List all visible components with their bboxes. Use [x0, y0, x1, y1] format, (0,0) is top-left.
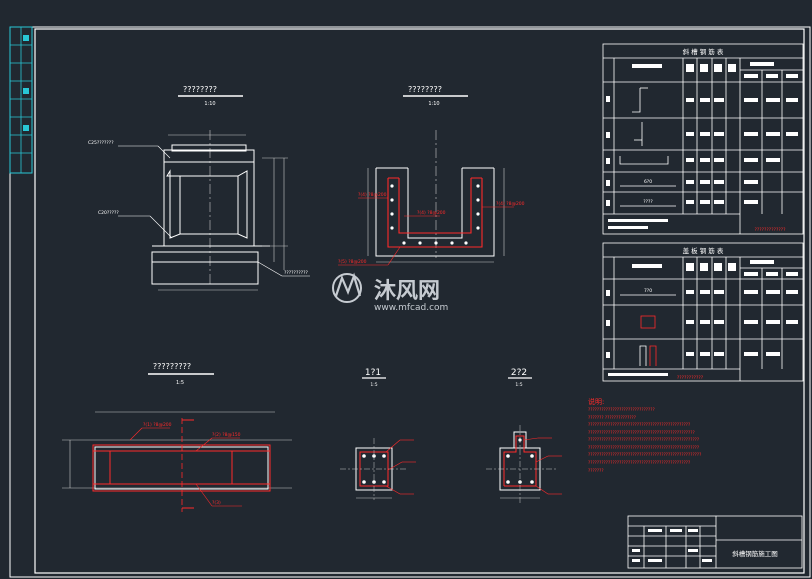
watermark-brand: 沐风网	[374, 279, 440, 304]
section1-scale: 1:5	[370, 382, 377, 388]
title-block: 斜槽钢筋施工图	[627, 515, 803, 569]
table2-dim-a: 7?0	[644, 288, 652, 294]
section2-title: 2?2	[511, 368, 527, 378]
view1-scale: 1:10	[204, 101, 215, 107]
view3-callout-b: ?(2) ?8@150	[212, 432, 241, 438]
notes-line-5: ????????????????????????????????????????…	[588, 437, 699, 442]
notes-line-7: ????????????????????????????????????????…	[588, 452, 701, 457]
view2-scale: 1:10	[428, 101, 439, 107]
watermark-logo	[332, 272, 362, 303]
section1-title: 1?1	[365, 368, 381, 378]
notes-line-3: ????????????????????????????????????????…	[588, 422, 690, 427]
view1-callout-mid: C20?????	[98, 210, 119, 216]
notes-line-8: ????????????????????????????????????????…	[588, 460, 690, 465]
notes-line-1: ??????????????????????????????	[588, 407, 655, 412]
view2-callout-c: ?(4) ?8@200	[496, 201, 525, 207]
rebar-table-trough: 斜 槽 钢 筋 表 6?0 ???? ?????????????	[602, 43, 804, 235]
design-notes: 说明: ?????????????????????????????? ?????…	[588, 397, 701, 473]
view1-callout-bot: ??????????	[284, 270, 308, 276]
watermark-url: www.mfcad.com	[374, 303, 448, 313]
table1-footnote: ?????????????	[754, 227, 786, 233]
view2-section: ???????? 1:10 ?(4) ?8@200 ?(4) ?8@200 ?(…	[338, 85, 525, 266]
drawing-name: 斜槽钢筋施工图	[732, 549, 778, 558]
view3-title: ?????????	[153, 362, 191, 371]
table1-dim-a: 6?0	[644, 179, 652, 185]
notes-heading: 说明:	[588, 397, 604, 406]
section-1-1: 1?1 1:5	[340, 368, 416, 500]
section-2-2: 2?2 1:5	[486, 368, 562, 505]
view3-scale: 1:5	[176, 380, 184, 386]
notes-line-6: ????????????????????????????????????????…	[588, 445, 699, 450]
view2-title: ????????	[408, 85, 442, 94]
rebar-table-cover: 盖 板 钢 筋 表 7?0 ???????????	[602, 242, 804, 382]
section2-scale: 1:5	[515, 382, 522, 388]
view1-elevation: ???????? 1:10 C25??????? C20????? ??????…	[88, 85, 310, 291]
table2-title: 盖 板 钢 筋 表	[683, 246, 724, 255]
view1-callout-top: C25???????	[88, 140, 114, 146]
table1-title: 斜 槽 钢 筋 表	[683, 47, 724, 56]
binding-strip	[9, 26, 33, 174]
notes-line-9: ???????	[588, 468, 604, 473]
outer-frame	[9, 26, 811, 578]
view2-callout-b: ?(4) ?8@200	[417, 210, 446, 216]
notes-line-2: ??????? ??????????????	[588, 415, 636, 420]
notes-line-4: ????????????????????????????????????????…	[588, 430, 695, 435]
view1-title: ????????	[183, 85, 217, 94]
table2-footnote: ???????????	[677, 375, 704, 381]
view3-plan: ????????? 1:5 ?(1) ?8@200 ?(2) ?8@150 ?(…	[62, 362, 292, 512]
view3-callout-c: ?(3)	[212, 500, 221, 506]
view2-callout-a: ?(4) ?8@200	[358, 192, 387, 198]
watermark: 沐风网 www.mfcad.com	[332, 272, 448, 313]
view2-callout-d: ?(5) ?8@200	[338, 259, 367, 265]
inner-frame	[34, 28, 805, 574]
table1-dim-b: ????	[643, 199, 653, 205]
view3-callout-a: ?(1) ?8@200	[143, 422, 172, 428]
